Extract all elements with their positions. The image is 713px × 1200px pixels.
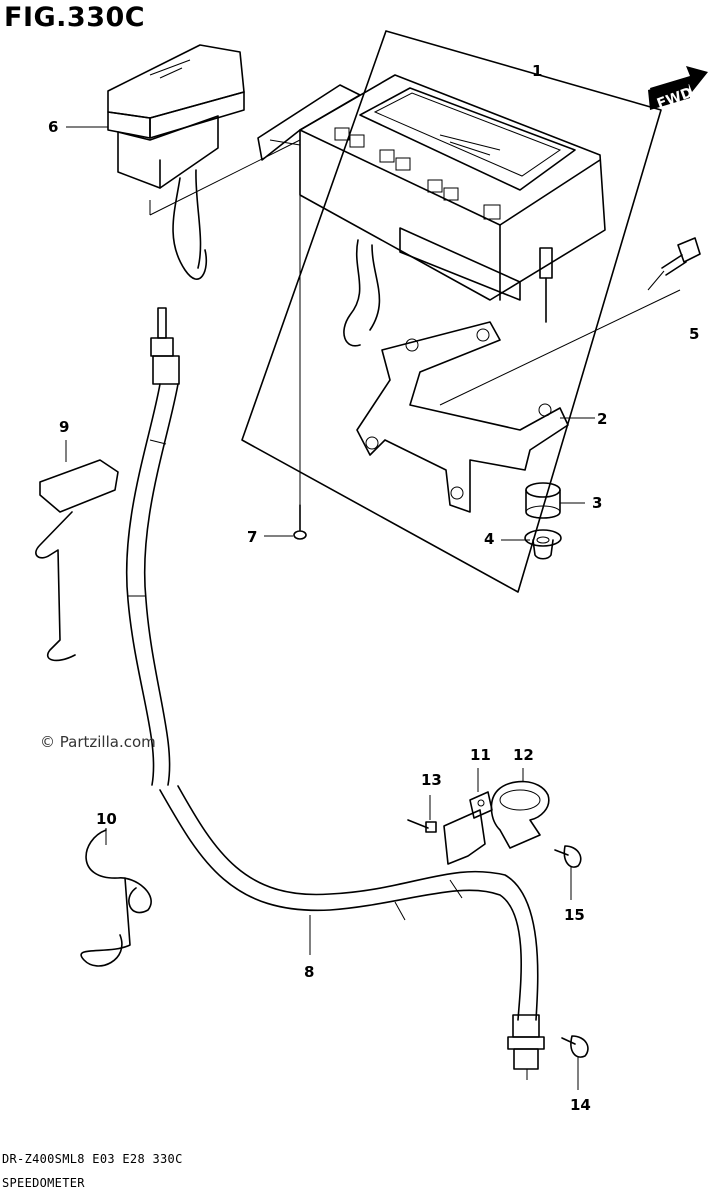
callout-1: 1 (532, 62, 543, 80)
callout-10: 10 (96, 810, 117, 828)
rivet-part-13 (407, 795, 437, 833)
fwd-arrow-icon: FWD (648, 66, 708, 112)
bolt-part-5 (647, 237, 701, 291)
grommet-part (525, 482, 585, 519)
model-code: DR-Z400SML8 E03 E28 330C (2, 1152, 183, 1166)
callout-11: 11 (470, 746, 491, 764)
callout-8: 8 (304, 963, 315, 981)
assembly-box-outline (241, 30, 662, 593)
bolt-part-14 (561, 1035, 589, 1090)
callout-15: 15 (564, 906, 585, 924)
callout-13: 13 (421, 771, 442, 789)
callout-5: 5 (689, 325, 700, 343)
callout-12: 12 (513, 746, 534, 764)
callout-7: 7 (247, 528, 258, 546)
callout-9: 9 (59, 418, 70, 436)
wire-clip-part-9 (35, 440, 119, 662)
bolt-part-15 (554, 845, 582, 900)
speedometer-unit-part (257, 74, 606, 505)
callout-14: 14 (570, 1096, 591, 1114)
screw-part-7 (264, 504, 307, 540)
wire-clip-part-10 (80, 828, 152, 967)
mount-bracket-part (356, 289, 681, 513)
connector-cover-part (107, 44, 301, 280)
figure-title: FIG.330C (4, 2, 146, 33)
callout-6: 6 (48, 118, 59, 136)
figure-caption: SPEEDOMETER (2, 1176, 85, 1190)
plate-part-11 (443, 768, 493, 865)
collar-part (524, 529, 562, 560)
callout-3: 3 (592, 494, 603, 512)
callout-4: 4 (484, 530, 495, 548)
callout-2: 2 (597, 410, 608, 428)
speedometer-cable-part (125, 307, 545, 1080)
clamp-part-12 (490, 768, 550, 849)
watermark: © Partzilla.com (40, 733, 156, 751)
